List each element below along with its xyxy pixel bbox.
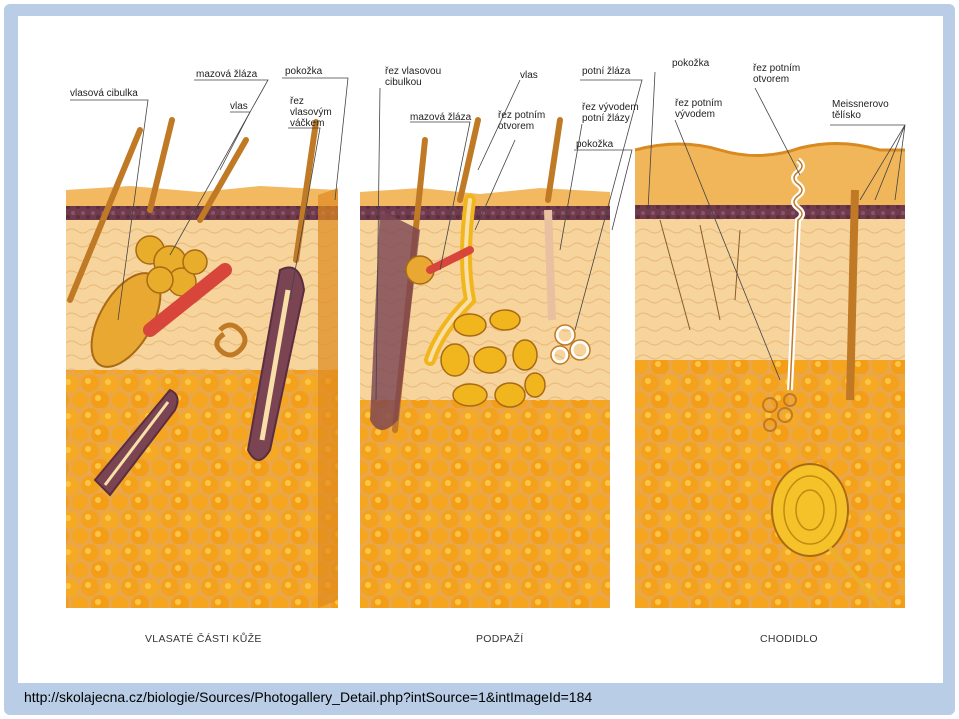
label-epidermis: pokožka (285, 66, 323, 77)
label-sebaceous-gland: mazová žláza (196, 69, 258, 80)
label-pore-sole: řez potním otvorem (753, 63, 801, 85)
label-duct-sole: řez potním vývodem (675, 98, 723, 120)
source-url: http://skolajecna.cz/biologie/Sources/Ph… (24, 689, 593, 705)
leader-lines (70, 71, 906, 401)
caption-hairy-skin: VLASATÉ ČÁSTI KŮŽE (145, 633, 262, 645)
panel-armpit (360, 117, 610, 608)
label-hair-bulb: vlasová cibulka (70, 88, 138, 99)
caption-sole: CHODIDLO (760, 633, 818, 645)
label-hair-armpit: vlas (520, 70, 538, 81)
label-sweat-gland: potní žláza (582, 66, 631, 77)
label-hair: vlas (230, 101, 248, 112)
label-epidermis-armpit: pokožka (576, 139, 614, 150)
label-pore-section: řez potním otvorem (498, 110, 546, 132)
label-meissner-corpuscle: Meissnerovo tělísko (832, 99, 889, 121)
label-sebaceous-gland-armpit: mazová žláza (410, 112, 472, 123)
caption-armpit: PODPAŽÍ (476, 633, 524, 645)
label-follicle-section: řez vlasovým váčkem (290, 96, 332, 129)
label-bulb-section: řez vlasovou cibulkou (385, 66, 442, 88)
label-duct-section: řez vývodem potní žlázy (582, 102, 639, 124)
panel-sole (634, 142, 905, 608)
panel-hairy-skin (66, 117, 338, 608)
label-epidermis-sole: pokožka (672, 58, 710, 69)
